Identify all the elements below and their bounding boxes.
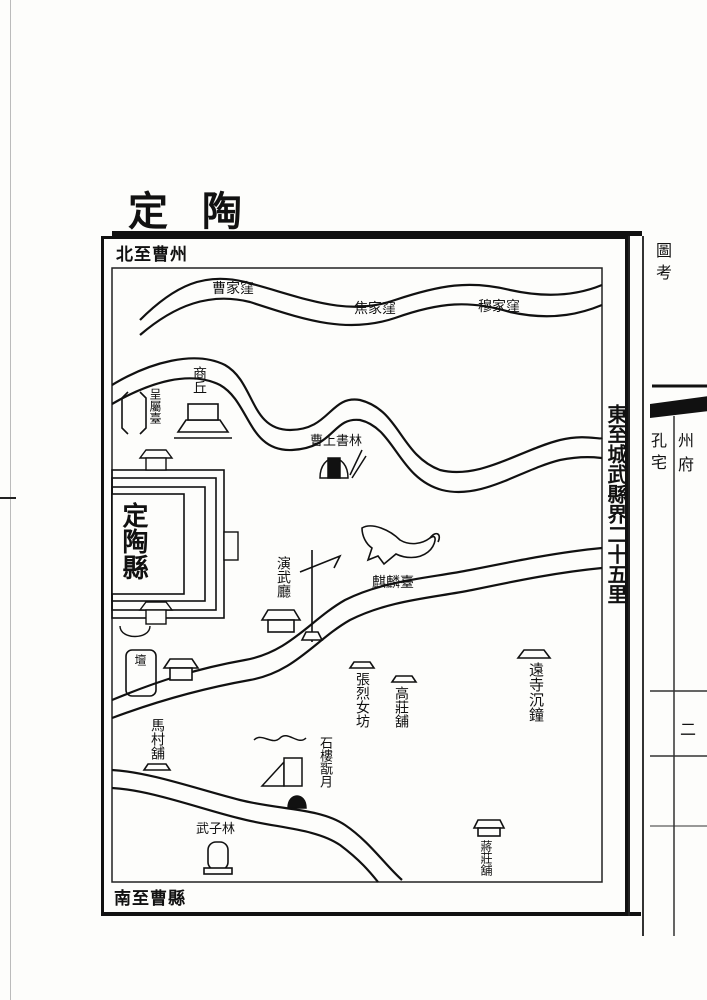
gate-towers <box>119 449 239 638</box>
place-label: 商丘 <box>191 366 207 394</box>
jiangzhuangpu-hall <box>477 827 501 837</box>
margin-tick <box>0 497 16 499</box>
river-2-lower <box>111 377 603 494</box>
north-boundary-label: 北至曹州 <box>116 245 188 265</box>
stone-tower-left <box>260 760 285 787</box>
altar-enclosure-upper <box>121 391 147 435</box>
macunpu-roof <box>142 763 172 771</box>
altar-enclosures <box>121 391 157 697</box>
zhanglie-arch-roof <box>348 661 376 669</box>
south-gate-roof <box>138 601 174 611</box>
south-boundary-label: 南至曹縣 <box>114 889 186 909</box>
study-hall-door <box>327 457 341 479</box>
river-4-upper <box>111 768 403 881</box>
wuzilin-shrine <box>203 841 233 875</box>
north-gate <box>145 457 167 471</box>
place-label: 演武廳 <box>275 556 291 598</box>
study-hall <box>319 449 367 479</box>
flagpole-base <box>300 631 324 641</box>
gaozhuangpu-roof <box>390 675 418 683</box>
adjacent-page-fragment: 圖 考 孔 宅 州 府 二 <box>642 236 707 936</box>
north-gate-roof <box>138 449 174 459</box>
place-label: 穆家窪 <box>478 299 520 315</box>
river-3-lower <box>111 566 603 720</box>
jiangzhuangpu-roof <box>472 819 506 829</box>
place-label: 武子林 <box>196 822 236 837</box>
altar-label: 壇 <box>133 654 147 666</box>
edge-glyph: 宅 <box>648 454 667 470</box>
flagpole <box>299 550 342 642</box>
place-label: 呈屬臺 <box>148 388 162 424</box>
county-seat-box <box>111 493 185 595</box>
edge-glyph: 孔 <box>648 432 667 448</box>
river-1-upper <box>139 277 603 321</box>
place-label: 麒麟臺 <box>372 575 414 591</box>
shangqiu-roof <box>176 419 230 433</box>
wuzilin-body <box>207 841 229 871</box>
river-4-lower <box>111 786 379 883</box>
yanwuting-roof <box>260 609 302 621</box>
adjacent-page-lines <box>650 384 707 936</box>
inner-border <box>111 267 603 883</box>
wuzilin-base <box>203 867 233 875</box>
place-label: 蔣莊舖 <box>479 840 493 876</box>
east-boundary-label: 東至城武縣界二十五里 <box>604 404 628 604</box>
stone-tower-right <box>283 757 303 787</box>
frame-top-bar <box>112 231 642 236</box>
edge-glyph: 州 <box>675 432 694 448</box>
shangqiu-hall <box>187 403 219 421</box>
place-label: 焦家窪 <box>354 301 396 317</box>
place-label: 遠寺沉鐘 <box>527 662 545 722</box>
river-1-lower <box>139 297 603 336</box>
river-3-upper <box>111 546 603 702</box>
moon-rock <box>287 795 307 809</box>
study-hall-brush <box>349 449 367 479</box>
map-title: 定陶 <box>128 188 276 235</box>
frame-bottom-bar <box>101 912 641 916</box>
place-label: 高莊舖 <box>393 686 409 728</box>
river-2-upper <box>111 357 603 474</box>
yuansi-roof <box>516 649 552 659</box>
qilin-figure <box>361 525 441 566</box>
altar-enclosure-lower <box>125 649 157 697</box>
edge-glyph: 二 <box>677 721 696 737</box>
yanwuting-hall <box>267 619 295 633</box>
place-label: 馬村舖 <box>149 718 165 760</box>
south-gate-arch <box>119 625 151 638</box>
city-walls <box>111 469 225 619</box>
south-gate <box>145 609 167 625</box>
east-gate <box>223 531 239 561</box>
edge-glyph: 府 <box>675 456 694 472</box>
place-label: 張烈女坊 <box>354 672 370 728</box>
qilin-body <box>361 525 436 566</box>
river-lines <box>111 277 603 883</box>
small-hall <box>169 667 193 681</box>
page-edge-line <box>10 0 11 1000</box>
edge-glyph: 圖 <box>653 242 672 258</box>
frame-right-strip <box>628 236 644 916</box>
place-label: 曹家窪 <box>212 281 254 297</box>
county-seat-label: 定陶縣 <box>118 502 148 580</box>
flagpole-banner <box>299 554 342 573</box>
place-label: 曹上書林 <box>310 434 363 449</box>
stone-tower <box>253 735 307 809</box>
buildings <box>142 403 552 837</box>
cloud-line <box>253 735 307 742</box>
place-label: 石樓翫月 <box>317 736 332 788</box>
edge-glyph: 考 <box>653 264 672 280</box>
small-hall-roof <box>162 658 200 669</box>
qilin-tail <box>429 532 441 543</box>
